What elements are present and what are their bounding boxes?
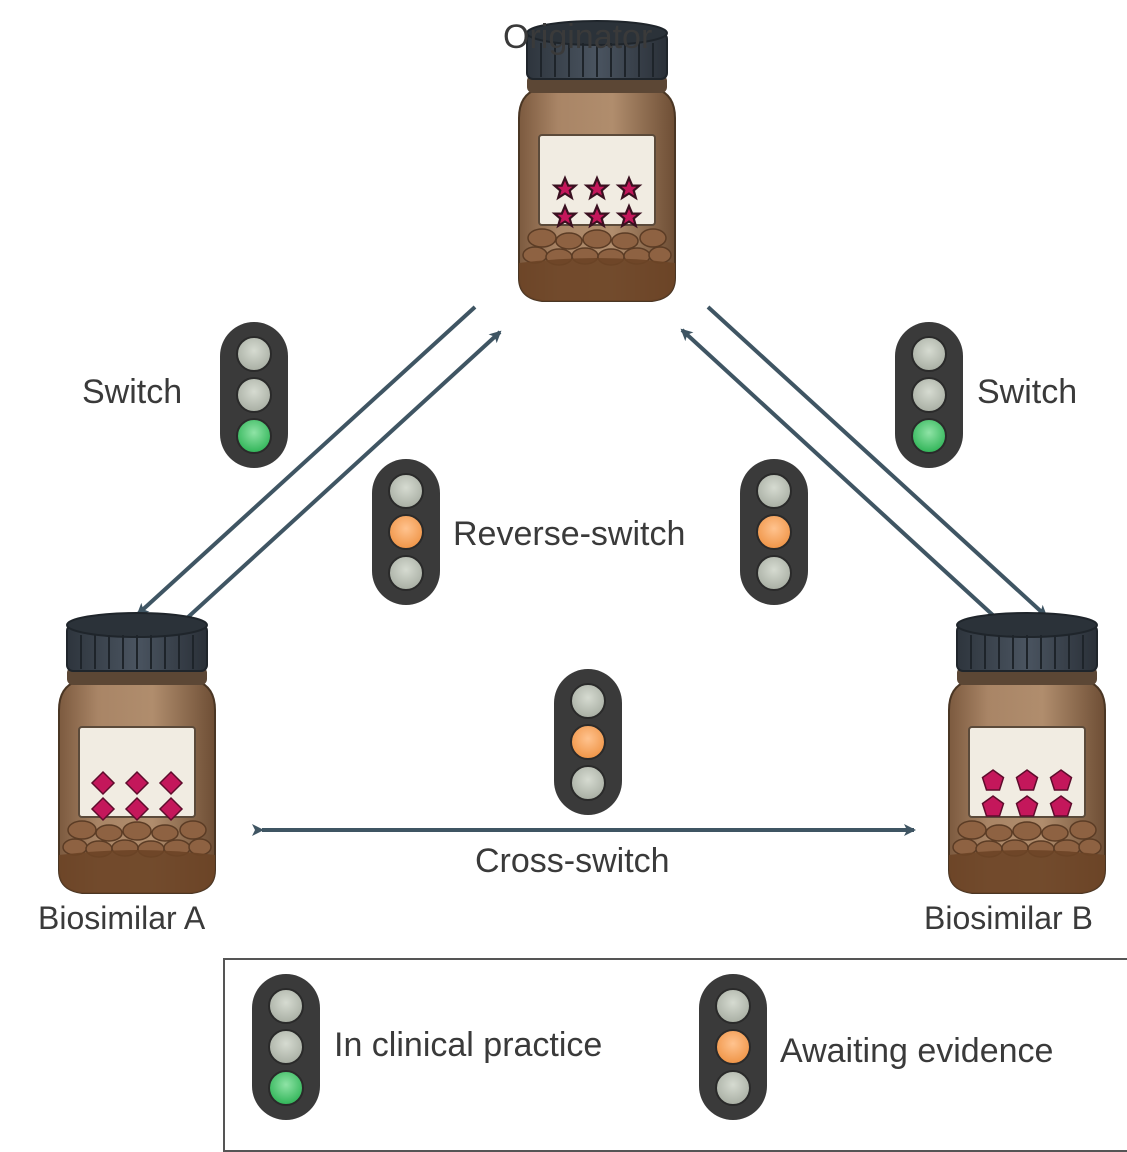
traffic-light-switch-left [220, 322, 288, 468]
star-symbols [551, 175, 643, 229]
legend-graphics [252, 974, 767, 1120]
switch-left-label: Switch [82, 373, 183, 411]
biosimilar-a-jar [58, 612, 216, 894]
biosimilar-b-label: Biosimilar B [924, 900, 1093, 936]
traffic-light-reverse-switch-left [372, 459, 440, 605]
arrow-originator-to-biosimilar-a [136, 305, 477, 616]
diamond-symbols [90, 770, 184, 822]
legend-light-awaiting-evidence [699, 974, 767, 1120]
legend-awaiting-evidence-label: Awaiting evidence [780, 1032, 1054, 1070]
arrow-biosimilar-b-to-originator [680, 328, 1022, 642]
legend-light-clinical-practice [252, 974, 320, 1120]
switch-right-label: Switch [977, 373, 1078, 411]
diagram-canvas [58, 20, 1106, 894]
biosimilar-a-label: Biosimilar A [38, 900, 206, 936]
traffic-light-cross-switch [554, 669, 622, 815]
arrow-originator-to-biosimilar-b [706, 305, 1048, 618]
biosimilar-b-jar [948, 612, 1106, 894]
arrows [136, 305, 1048, 836]
traffic-light-switch-right [895, 322, 963, 468]
originator-jar [518, 20, 676, 302]
cross-switch-label: Cross-switch [475, 842, 670, 880]
pentagon-symbols [981, 769, 1073, 817]
switching-diagram: Originator Biosimilar A Biosimilar B Swi… [38, 18, 1127, 1152]
legend: In clinical practice Awaiting evidence [223, 958, 1127, 1152]
arrow-biosimilar-a-to-originator [161, 330, 502, 642]
reverse-switch-label: Reverse-switch [453, 515, 686, 553]
originator-label: Originator [503, 18, 653, 56]
legend-in-clinical-practice-label: In clinical practice [334, 1026, 603, 1064]
traffic-light-reverse-switch-right [740, 459, 808, 605]
